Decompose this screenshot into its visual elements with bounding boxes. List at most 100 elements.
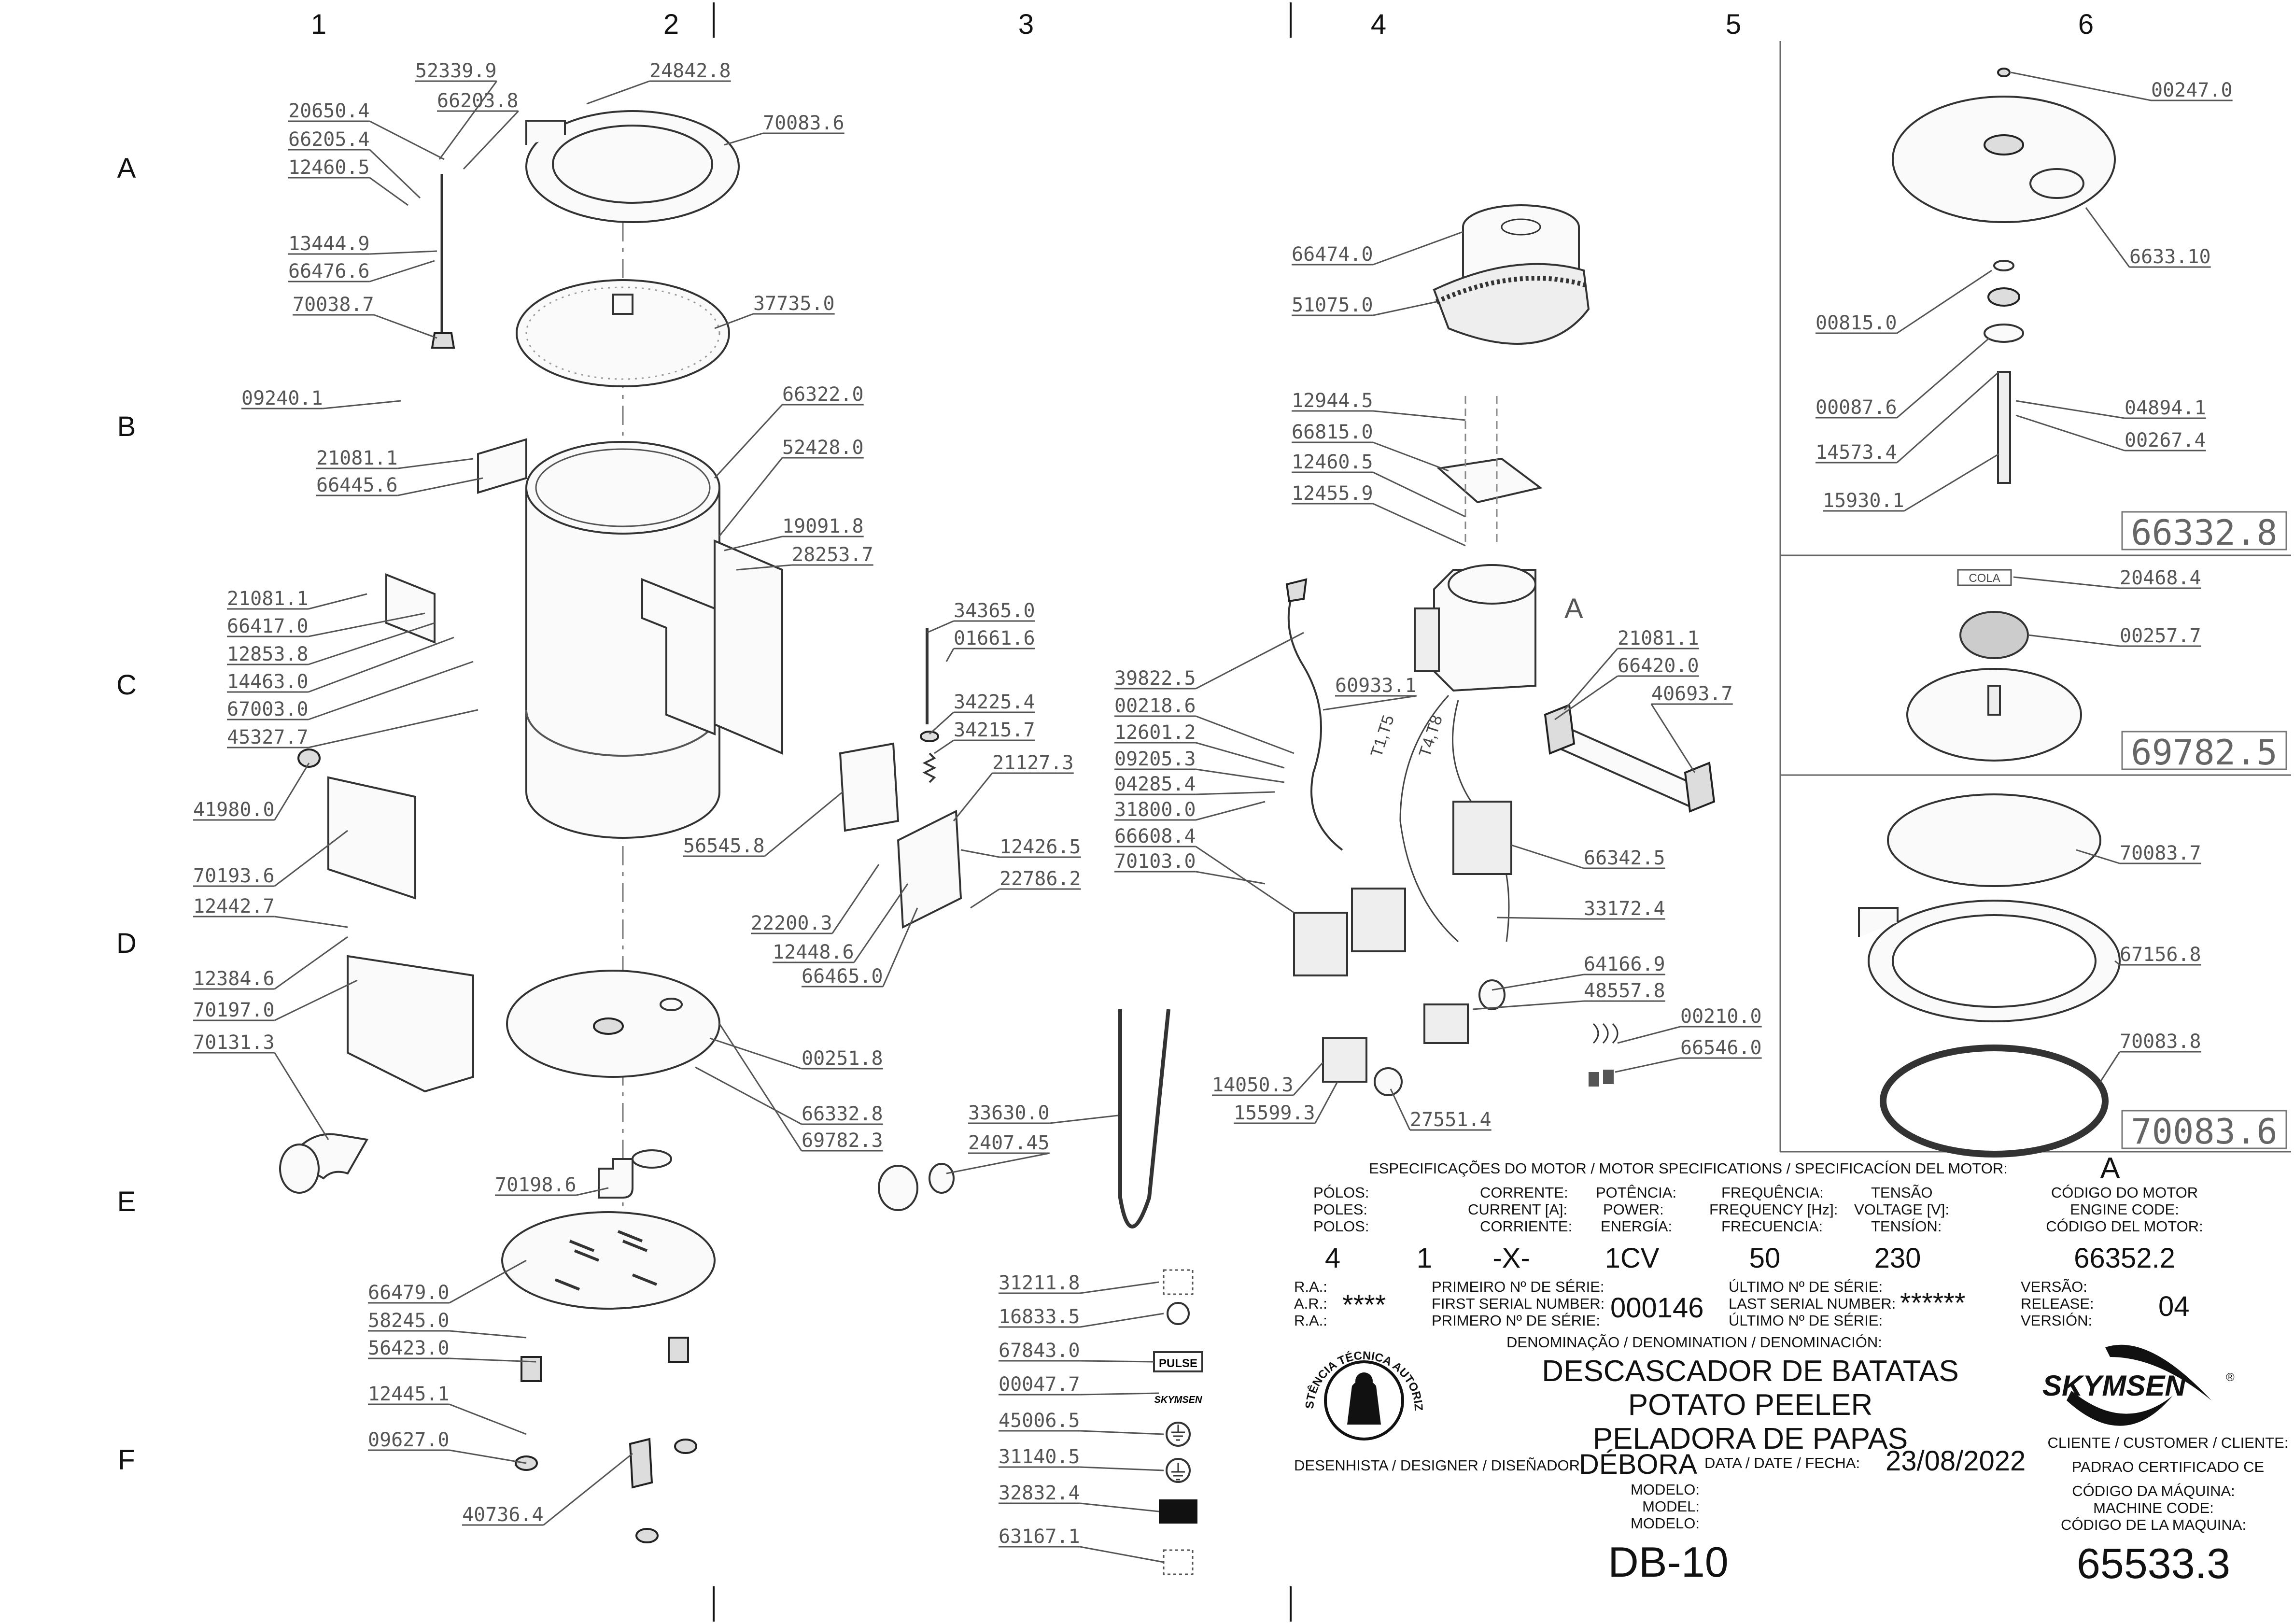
motor-letter: A bbox=[2100, 1152, 2120, 1185]
callout-leader bbox=[449, 1259, 527, 1304]
callout-c70: 00218.6 bbox=[1114, 695, 1295, 754]
part-number-label: 40693.7 bbox=[1651, 683, 1733, 705]
callout-leader bbox=[1080, 1392, 1159, 1396]
callout-leader bbox=[1615, 1057, 1681, 1073]
callout-c36: 01661.6 bbox=[945, 627, 1035, 662]
part-number-label: 34215.7 bbox=[954, 719, 1035, 741]
column-label: 5 bbox=[1726, 9, 1741, 40]
callout-leader bbox=[543, 1453, 633, 1526]
first-serial-label: PRIMEIRO Nº DE SÉRIE: bbox=[1432, 1278, 1604, 1295]
callout-c32: 66332.8 bbox=[695, 1066, 883, 1125]
zone-ticks bbox=[713, 2, 1292, 1622]
part-number-label: 15599.3 bbox=[1234, 1102, 1315, 1124]
callout-c9: 66476.6 bbox=[288, 260, 435, 282]
callout-c79: 40693.7 bbox=[1650, 683, 1733, 773]
part-number-label: 22200.3 bbox=[751, 912, 832, 934]
main-body-exploded-view bbox=[279, 110, 783, 1543]
sticker-legend: PULSE SKYMSEN bbox=[1153, 1269, 1203, 1575]
part-number-label: 12944.5 bbox=[1292, 390, 1373, 412]
row-label: A bbox=[117, 153, 136, 184]
part-number-label: 00257.7 bbox=[2120, 625, 2201, 647]
callout-c75: 66608.4 bbox=[1114, 825, 1295, 914]
denomination-en: POTATO PEELER bbox=[1628, 1388, 1872, 1422]
part-number-label: 60933.1 bbox=[1335, 675, 1417, 697]
callout-c10: 70038.7 bbox=[293, 294, 437, 339]
part-number-label: 45006.5 bbox=[999, 1410, 1080, 1432]
callout-c38: 34215.7 bbox=[934, 719, 1035, 754]
callout-leader bbox=[308, 636, 454, 693]
part-number-label: 31140.5 bbox=[999, 1446, 1080, 1468]
callout-c80: 66342.5 bbox=[1511, 844, 1665, 869]
callout-leader bbox=[1049, 1115, 1118, 1124]
callout-leader bbox=[718, 457, 783, 537]
part-number-label: 51075.0 bbox=[1292, 294, 1373, 316]
callout-leader bbox=[1496, 917, 1584, 920]
power-head: ENERGÍA: bbox=[1601, 1218, 1672, 1235]
part-number-label: 21081.1 bbox=[1618, 627, 1699, 650]
part-number-label: 69782.3 bbox=[802, 1130, 883, 1152]
motor-code-head: CÓDIGO DO MOTOR bbox=[2051, 1184, 2198, 1201]
model-label: MODELO: bbox=[1631, 1481, 1700, 1498]
first-serial-label: FIRST SERIAL NUMBER: bbox=[1432, 1295, 1604, 1312]
callout-c13: 66322.0 bbox=[714, 383, 864, 479]
callout-leader bbox=[2011, 71, 2152, 101]
part-number-label: 66546.0 bbox=[1680, 1037, 1762, 1059]
part-number-label: 56423.0 bbox=[368, 1337, 450, 1359]
callout-leader bbox=[1511, 844, 1584, 869]
part-number-label: 66474.0 bbox=[1292, 243, 1373, 266]
callout-c84: 00210.0 bbox=[1617, 1005, 1762, 1044]
callout-leader bbox=[1373, 231, 1464, 266]
part-number-label: 12460.5 bbox=[1292, 451, 1373, 473]
part-number-label: 63167.1 bbox=[999, 1525, 1080, 1548]
motor-code-head: ENGINE CODE: bbox=[2070, 1201, 2179, 1218]
callout-c15: 52428.0 bbox=[718, 437, 864, 537]
ra-label: A.R.: bbox=[1294, 1295, 1327, 1312]
poles-head: POLOS: bbox=[1313, 1218, 1369, 1235]
callout-leader bbox=[1196, 801, 1266, 821]
part-number-label: 70083.6 bbox=[763, 112, 844, 134]
part-number-label: 00251.8 bbox=[802, 1047, 883, 1070]
callout-leader bbox=[463, 110, 519, 170]
callout-c52: 09627.0 bbox=[368, 1429, 527, 1464]
part-number-label: 67003.0 bbox=[227, 698, 309, 720]
callout-c7: 12460.5 bbox=[288, 156, 408, 206]
part-number-label: 31800.0 bbox=[1114, 799, 1196, 821]
poles-head: PÓLOS: bbox=[1313, 1184, 1369, 1201]
part-number-label: 48557.8 bbox=[1584, 980, 1665, 1002]
callout-c99: 70083.7 bbox=[2076, 842, 2201, 864]
ra-label: R.A.: bbox=[1294, 1278, 1327, 1295]
earth-symbol-icon bbox=[1166, 1422, 1191, 1447]
callout-c24: 45327.7 bbox=[227, 709, 479, 748]
part-number-label: 66815.0 bbox=[1292, 421, 1373, 443]
ra-label: R.A.: bbox=[1294, 1312, 1327, 1329]
denomination-pt: DESCASCADOR DE BATATAS bbox=[1542, 1355, 1959, 1388]
callout-leader bbox=[1080, 1546, 1164, 1563]
column-label: 2 bbox=[663, 9, 679, 40]
callout-c58: 45006.5 bbox=[999, 1410, 1164, 1435]
callout-leader bbox=[274, 916, 348, 928]
callout-c14: 21081.1 bbox=[316, 447, 474, 469]
part-number-label: 66479.0 bbox=[368, 1282, 450, 1304]
callout-leader bbox=[274, 830, 348, 887]
callout-c51: 12445.1 bbox=[368, 1383, 527, 1435]
callout-leader bbox=[1390, 1088, 1411, 1130]
motor-spec-header: ESPECIFICAÇÕES DO MOTOR / MOTOR SPECIFIC… bbox=[1369, 1160, 2008, 1177]
callout-c22: 14463.0 bbox=[227, 636, 454, 693]
part-number-label: 67156.8 bbox=[2120, 944, 2201, 966]
part-number-label: 20650.4 bbox=[288, 100, 370, 122]
callout-c53: 40736.4 bbox=[462, 1453, 633, 1526]
callout-leader bbox=[586, 80, 650, 105]
callout-leader bbox=[2015, 400, 2125, 419]
row-label: D bbox=[116, 928, 137, 959]
callout-c2: 24842.8 bbox=[586, 60, 731, 105]
designer-label: DESENHISTA / DESIGNER / DISEÑADOR: bbox=[1294, 1457, 1584, 1474]
callout-leader bbox=[274, 763, 310, 820]
callout-c19: 21081.1 bbox=[227, 588, 367, 610]
callout-leader bbox=[953, 773, 993, 821]
abrasive-plate bbox=[516, 279, 730, 387]
callout-leader bbox=[308, 612, 425, 637]
grid-column-labels: 1 2 3 4 5 6 bbox=[311, 9, 2094, 40]
release-label: VERSÃO: bbox=[2021, 1278, 2087, 1295]
part-number-label: 09205.3 bbox=[1114, 748, 1196, 770]
power-head: POWER: bbox=[1603, 1201, 1664, 1218]
